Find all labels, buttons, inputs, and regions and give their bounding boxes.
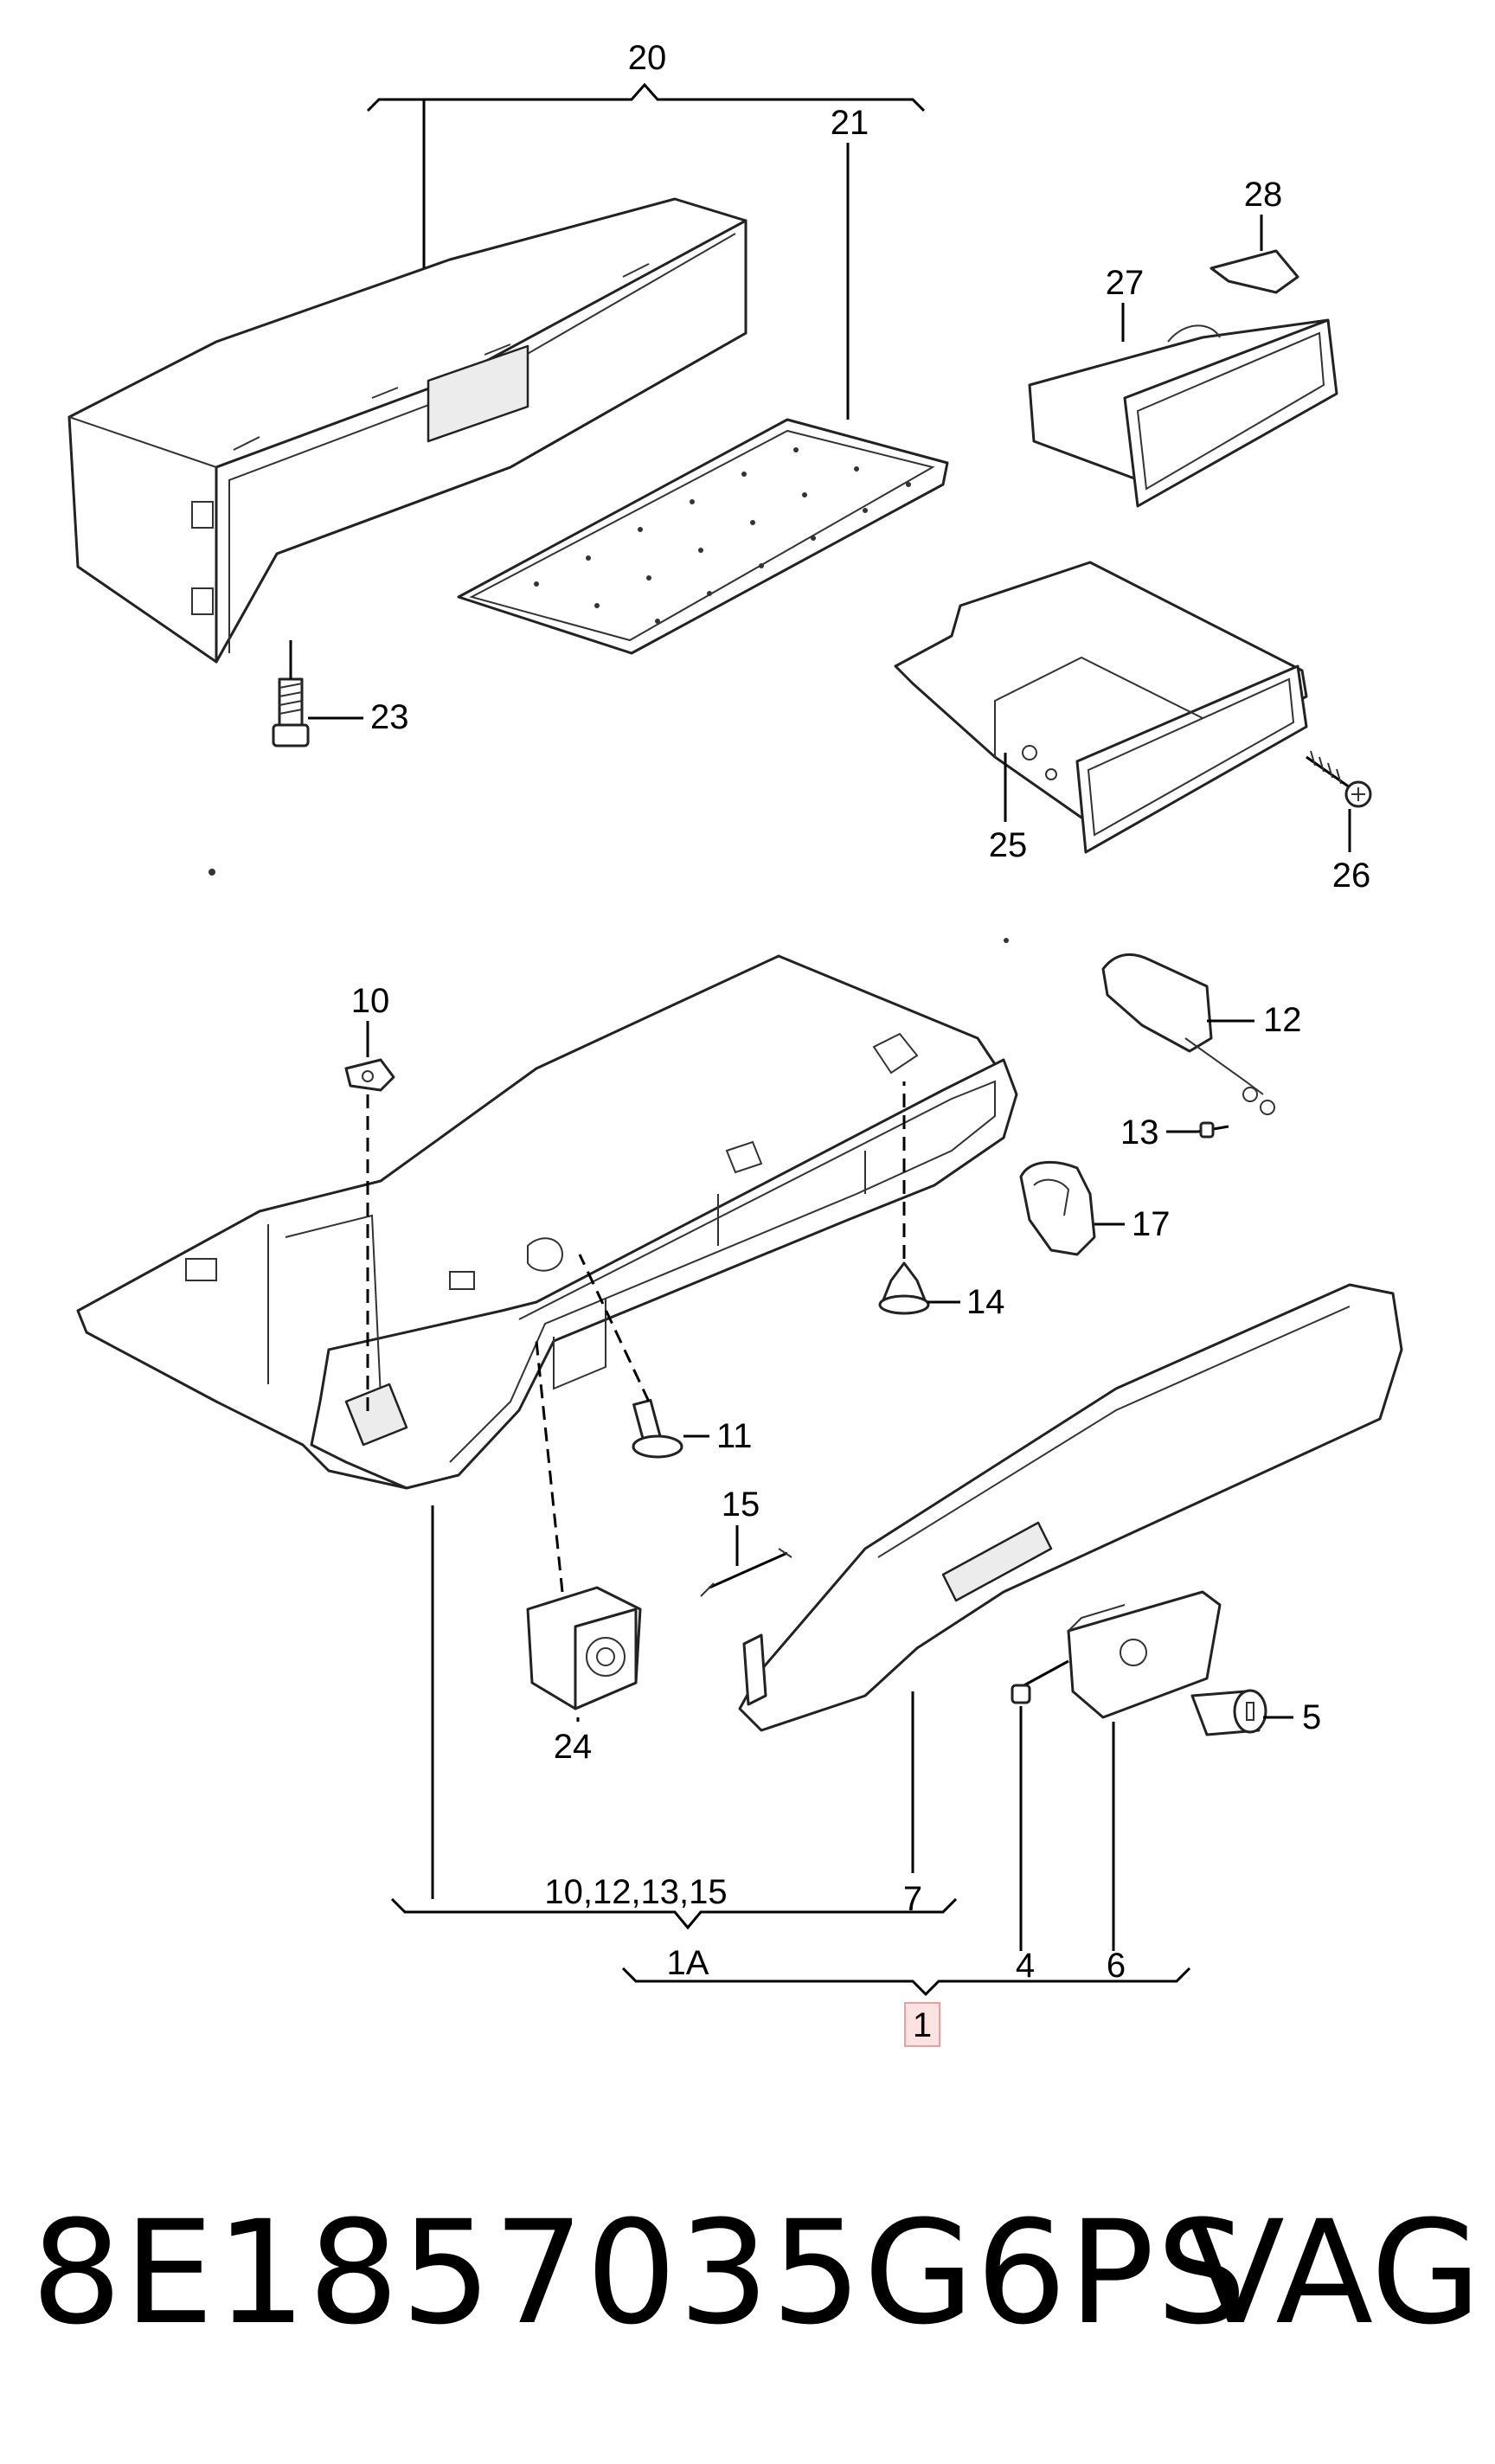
callout-28: 28 [1244,176,1283,214]
leader-lines [289,82,1351,1997]
part-20-upper-housing [67,197,748,664]
callout-5: 5 [1302,1698,1321,1736]
part-27-compartment [1028,318,1338,508]
part-26-screw [1306,750,1372,808]
callout-10: 10 [351,982,390,1020]
part-15-pin [700,1548,792,1597]
callout-13: 13 [1120,1113,1159,1152]
part-5-lock-cylinder [1190,1689,1267,1736]
callout-24: 24 [554,1728,593,1766]
part-7-lid [738,1283,1403,1732]
callout-6: 6 [1107,1947,1126,1985]
callout-20: 20 [628,39,667,77]
callout-26: 26 [1332,857,1371,895]
callout-14: 14 [966,1283,1005,1321]
brand-name: VAG [1187,2190,1482,2356]
part-17-cover [1019,1160,1096,1256]
part-28-clip [1209,249,1299,294]
callout-1: 1 [913,2006,932,2044]
part-10-clip-nut [344,1058,395,1092]
callout-27: 27 [1106,264,1145,302]
mat-dots [534,447,911,624]
callout-12: 12 [1263,1001,1302,1039]
part-24-switch [526,1586,642,1710]
callout-1a: 1A [667,1944,709,1982]
callout-7: 7 [903,1880,922,1918]
part-21-mat [457,418,949,655]
callout-17: 17 [1132,1205,1171,1243]
part-6-lock [1067,1590,1222,1719]
part-11-screw [632,1398,683,1459]
stray-dot [1004,938,1009,943]
callout-group-1a-parts: 10,12,13,15 [544,1873,727,1911]
callout-labels: 20 21 23 28 27 25 26 10 12 13 17 14 11 1… [351,39,1371,2047]
callout-15: 15 [722,1485,760,1524]
stray-dot [209,869,215,876]
part-14-buffer [878,1261,930,1315]
part-12-damper [1101,953,1275,1115]
callout-25: 25 [989,826,1028,864]
part-13-screw [1197,1121,1229,1139]
part-number: 8E1857035G6PS [31,2190,1249,2356]
part-1a-glovebox-housing [76,954,1018,1490]
part-23-bolt [272,677,310,748]
callout-4: 4 [1016,1947,1035,1985]
part-25-frame [894,561,1308,854]
callout-23: 23 [370,698,409,736]
callout-11: 11 [716,1417,753,1455]
part-4-screw [1011,1659,1069,1704]
callout-21: 21 [831,104,869,142]
callout-1-highlight [904,2002,940,2047]
